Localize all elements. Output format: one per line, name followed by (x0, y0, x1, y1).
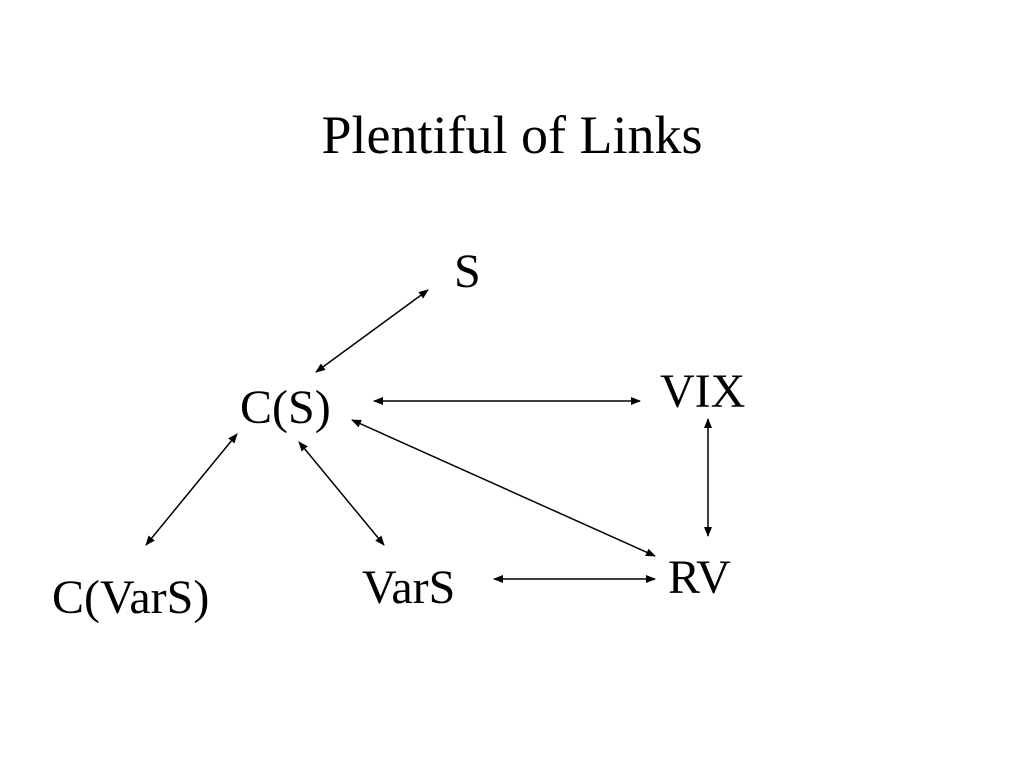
link-cs-s (315, 289, 429, 373)
node-rv-label: RV (668, 551, 731, 604)
link-cs-rv (351, 419, 656, 557)
link-cs-cvars (145, 433, 238, 546)
link-cs-vars (298, 441, 385, 546)
slide-title: Plentiful of Links (321, 105, 703, 165)
node-s-label: S (454, 245, 481, 298)
node-vix-label: VIX (660, 365, 746, 418)
node-cs-label: C(S) (240, 381, 331, 434)
node-vars-label: VarS (362, 561, 456, 614)
node-cvars-label: C(VarS) (52, 571, 210, 624)
